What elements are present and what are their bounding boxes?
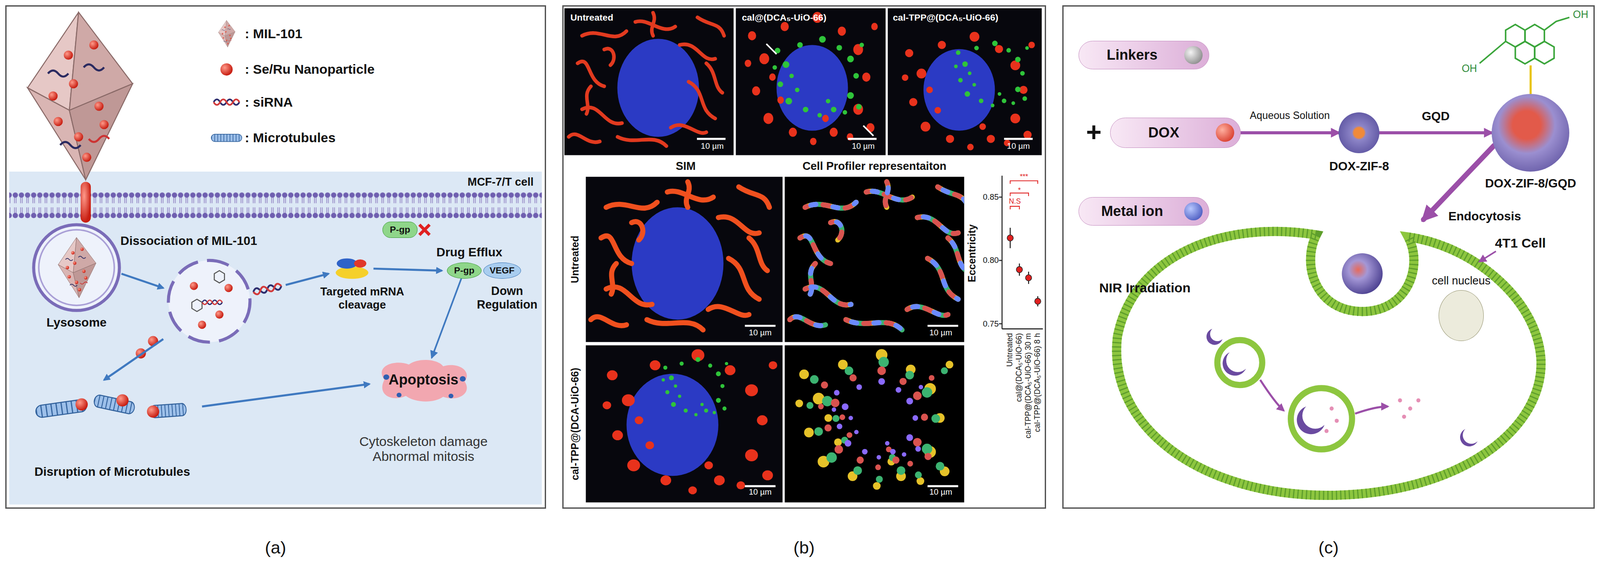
figure-label: cal-TPP@(DCA₅-UiO-66) bbox=[892, 12, 999, 23]
figure-label: cal-TPP@(DCA₅-UiO-66) 30 m bbox=[1024, 332, 1033, 496]
cell-line-label: MCF-7/T cell bbox=[467, 175, 534, 189]
node-label: VEGF bbox=[489, 264, 515, 276]
node-label: Metal ion bbox=[1101, 203, 1164, 220]
figure-label: 10 µm bbox=[929, 328, 953, 338]
figure-label: Dissociation of MIL-101 bbox=[120, 233, 258, 248]
node-label: cell nucleus bbox=[1432, 274, 1491, 287]
figure-label: Cytoskeleton damage Abnormal mitosis bbox=[346, 433, 500, 465]
ingredient-pill: Linkers bbox=[1078, 40, 1210, 70]
edge-label: GQD bbox=[1419, 109, 1453, 124]
legend-label: : Se/Ru Nanoparticle bbox=[244, 61, 375, 78]
panel-frame: (c)LinkersDOXMetal ionDOX-ZIF-8DOX-ZIF-8… bbox=[1062, 5, 1595, 509]
figure-label: N.S bbox=[1008, 196, 1021, 206]
figure-label: Untreated bbox=[570, 182, 581, 336]
ingredient-icon bbox=[1215, 123, 1235, 142]
figure-label: Drug Efflux bbox=[436, 245, 503, 260]
figure-label: + bbox=[1085, 117, 1102, 149]
figure-label: 10 µm bbox=[929, 487, 953, 497]
figure-label: Targeted mRNA cleavage bbox=[315, 285, 410, 311]
figure-label: Disruption of Microtubules bbox=[34, 464, 190, 479]
edge-label: Endocytosis bbox=[1445, 209, 1524, 224]
legend-label: : Microtubules bbox=[244, 130, 336, 146]
figure-label: 10 µm bbox=[851, 141, 875, 151]
figure-label: 0.85 bbox=[982, 192, 999, 202]
node-label: P-gp bbox=[389, 224, 411, 235]
legend-label: : MIL-101 bbox=[244, 25, 303, 42]
node-label: Linkers bbox=[1106, 46, 1158, 64]
ingredient-icon bbox=[1184, 46, 1203, 65]
ingredient-icon bbox=[1184, 202, 1203, 221]
figure-label: Untreated bbox=[570, 12, 614, 23]
pgp-pump: P-gp bbox=[382, 221, 418, 238]
figure-label: OH bbox=[1572, 8, 1589, 21]
figure-label: Untreated bbox=[1006, 332, 1015, 496]
connector-arrow bbox=[1240, 131, 1339, 135]
figure-label: cal-TPP@(DCA₅-UiO-66) 8 h bbox=[1033, 332, 1042, 496]
pgp-oval: P-gp bbox=[446, 262, 482, 279]
node-label: P-gp bbox=[453, 264, 475, 276]
node-label: 4T1 Cell bbox=[1494, 235, 1546, 251]
figure-label: * bbox=[1017, 185, 1021, 194]
figure-label: 10 µm bbox=[748, 487, 772, 497]
figure-label: 10 µm bbox=[700, 141, 724, 151]
connector-arrow bbox=[432, 278, 462, 358]
figure-label: cal@(DCA₅-UiO-66) bbox=[1015, 332, 1023, 496]
cell-outline: 4T1 Cell cell nucleus bbox=[1107, 219, 1548, 497]
figure-label: SIM bbox=[675, 160, 696, 173]
figure-label: *** bbox=[1019, 172, 1029, 181]
node-label: DOX bbox=[1148, 124, 1180, 141]
ingredient-pill: Metal ion bbox=[1078, 196, 1210, 226]
apoptosis-blob: Apoptosis bbox=[374, 357, 473, 402]
figure-label: 10 µm bbox=[748, 328, 772, 338]
figure-label: 10 µm bbox=[1007, 141, 1030, 151]
figure-label: Cell Profiler representaiton bbox=[802, 160, 947, 173]
panel-a-art bbox=[9, 12, 542, 505]
ingredient-pill: DOX bbox=[1110, 117, 1241, 149]
panel-letter: (a) bbox=[264, 537, 286, 558]
edge-label: Aqueous Solution bbox=[1247, 109, 1333, 122]
node-label: Apoptosis bbox=[388, 371, 459, 388]
connector-arrow bbox=[1423, 145, 1494, 220]
figure-label: NIR Irradiation bbox=[1099, 280, 1191, 296]
figure-label: Down Regulation bbox=[474, 284, 540, 312]
figure-label: Lysosome bbox=[46, 315, 107, 330]
figure-label: Eccentricity bbox=[967, 191, 978, 315]
legend-label: : siRNA bbox=[244, 94, 293, 110]
nanoparticle-sphere: DOX-ZIF-8 bbox=[1338, 112, 1380, 154]
panel-c-art bbox=[1116, 17, 1570, 496]
vegf-oval: VEGF bbox=[483, 262, 522, 279]
connector-arrow bbox=[1379, 131, 1492, 135]
figure-label: 0.75 bbox=[982, 318, 999, 329]
figure-label: cal-TPP@(DCA-UiO-66) bbox=[570, 346, 581, 500]
node-label: DOX-ZIF-8 bbox=[1329, 159, 1390, 174]
nanoparticle-sphere: DOX-ZIF-8/GQD bbox=[1491, 93, 1570, 172]
figure-label: cal@(DCA₅-UiO-66) bbox=[741, 12, 827, 23]
nucleus-oval: cell nucleus bbox=[1438, 289, 1484, 341]
node-label: DOX-ZIF-8/GQD bbox=[1485, 176, 1577, 191]
panel-letter: (b) bbox=[793, 537, 815, 558]
panel-b-art bbox=[564, 8, 1043, 503]
figure-label: OH bbox=[1461, 62, 1478, 75]
figure-label: 0.80 bbox=[982, 255, 999, 265]
panel-letter: (c) bbox=[1318, 537, 1339, 558]
